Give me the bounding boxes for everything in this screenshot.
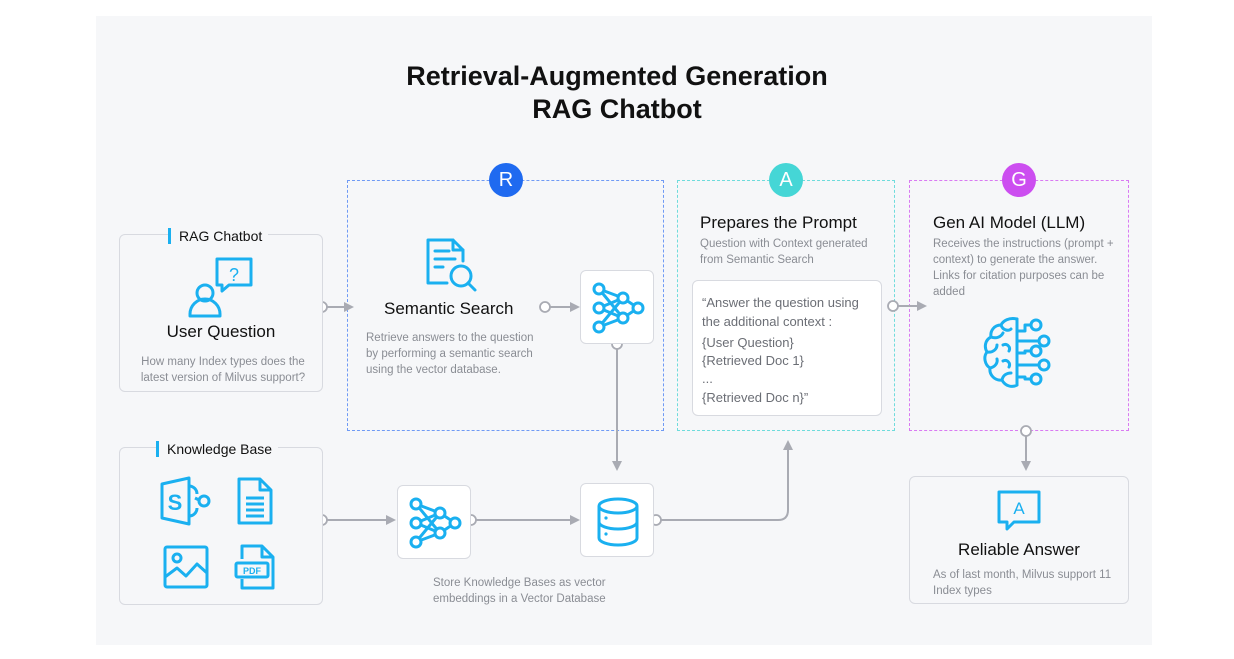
knowledge-base-card (119, 447, 323, 605)
document-icon (237, 477, 273, 525)
answer-glyph: A (1013, 499, 1025, 518)
port (539, 301, 551, 313)
user-question-text: How many Index types does the latest ver… (140, 356, 306, 384)
vector-database-card (580, 483, 654, 557)
prompt-line: ... (702, 371, 713, 386)
retrieve-badge: R (489, 163, 523, 197)
prompt-line: the additional context : (702, 314, 833, 329)
neural-network-icon (409, 497, 462, 549)
answer-bubble-icon: A (997, 490, 1041, 531)
arrowhead (344, 302, 354, 312)
prepares-prompt-text: Question with Context generated from Sem… (700, 238, 868, 266)
prompt-line: {User Question} (702, 335, 794, 350)
prompt-template-card (692, 280, 882, 416)
arrowhead (612, 461, 622, 471)
arrowhead (386, 515, 396, 525)
user-question-icon: ? (188, 257, 253, 318)
query-embedding-model-card (580, 270, 654, 344)
prompt-line: {Retrieved Doc n}” (702, 390, 809, 405)
prompt-line: “Answer the question using (702, 295, 859, 310)
rag-chatbot-legend: RAG Chatbot (168, 228, 269, 244)
prompt-line: {Retrieved Doc 1} (702, 353, 804, 368)
augment-badge: A (769, 163, 803, 197)
gen-ai-model-text: Receives the instructions (prompt + cont… (933, 238, 1114, 298)
reliable-answer-text: As of last month, Milvus support 11 Inde… (933, 569, 1112, 597)
arrowhead (783, 440, 793, 450)
port (1020, 425, 1032, 437)
diagram-title-line2: RAG Chatbot (532, 94, 702, 124)
diagram-title-line1: Retrieval-Augmented Generation (406, 61, 828, 91)
gen-ai-model-heading: Gen AI Model (LLM) (933, 213, 1086, 232)
neural-network-icon (592, 282, 645, 334)
document-search-icon (426, 238, 477, 292)
semantic-search-text: Retrieve answers to the question by perf… (366, 332, 534, 376)
image-icon (163, 545, 209, 589)
reliable-answer-card (909, 476, 1129, 604)
generate-badge: G (1002, 163, 1036, 197)
svg-text:?: ? (229, 265, 239, 285)
pdf-icon: PDF (234, 544, 275, 590)
connector-db-to-prompt (661, 448, 789, 521)
database-icon (597, 497, 639, 547)
embedding-model-card (397, 485, 471, 559)
embedding-caption: Store Knowledge Bases as vector embeddin… (433, 577, 606, 605)
arrowhead (1021, 461, 1031, 471)
arrowhead (570, 515, 580, 525)
pdf-label: PDF (243, 566, 262, 576)
knowledge-base-legend: Knowledge Base (156, 441, 279, 457)
user-question-heading: User Question (166, 322, 276, 341)
reliable-answer-heading: Reliable Answer (958, 540, 1080, 559)
brain-circuit-icon (983, 317, 1051, 388)
sharepoint-icon: S (160, 476, 211, 526)
port (887, 300, 899, 312)
arrowhead (917, 301, 927, 311)
semantic-search-heading: Semantic Search (384, 299, 514, 318)
arrowhead (570, 302, 580, 312)
svg-text:S: S (168, 490, 183, 515)
prepares-prompt-heading: Prepares the Prompt (700, 213, 857, 232)
